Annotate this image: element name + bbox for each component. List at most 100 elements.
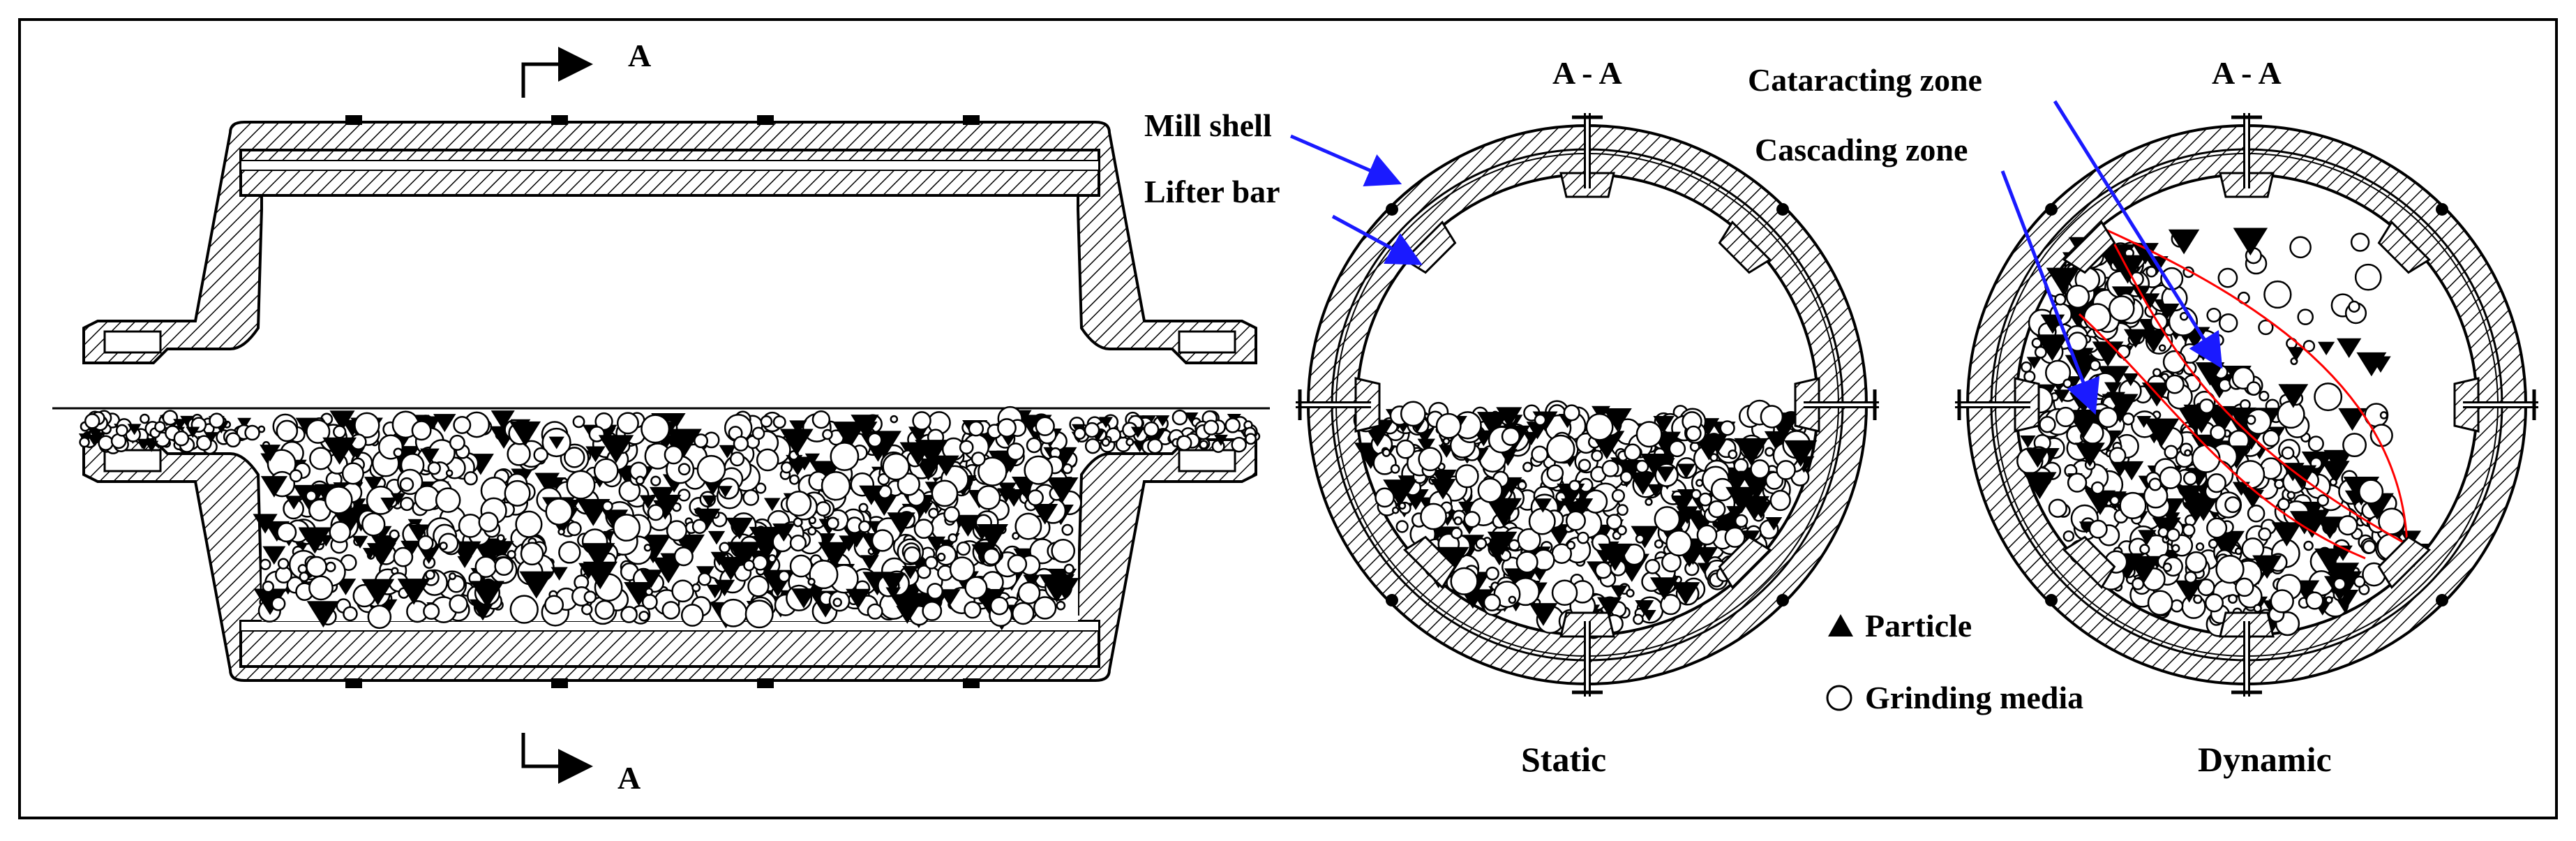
grinding-media-ball [2224, 496, 2242, 514]
grinding-media-ball [445, 469, 454, 477]
grinding-media-ball [2182, 523, 2196, 537]
particle-triangle [1529, 603, 1558, 626]
grinding-media-ball [1601, 459, 1619, 477]
grinding-media-ball [913, 519, 934, 539]
particle-triangle [887, 512, 915, 535]
particle-triangle [693, 508, 721, 530]
lifter-bar [2377, 220, 2432, 274]
grinding-media-ball [2184, 449, 2192, 457]
grinding-media-ball [733, 436, 749, 452]
grinding-media-ball [2171, 544, 2180, 553]
grinding-media-ball [1027, 489, 1044, 507]
particle-triangle [1647, 484, 1664, 498]
particle-triangle [880, 572, 906, 594]
grinding-media-ball [691, 583, 701, 593]
particle-triangle [2138, 530, 2157, 545]
grinding-media-ball [2314, 382, 2343, 412]
grinding-media-ball [494, 556, 514, 576]
grinding-media-ball [2182, 470, 2198, 486]
grinding-media-ball [1515, 551, 1538, 574]
grinding-media-ball [729, 452, 745, 467]
grinding-media-ball [417, 535, 434, 551]
grinding-media-ball [2206, 473, 2226, 493]
particle-triangle [397, 579, 430, 605]
grinding-media-ball [276, 522, 297, 543]
grinding-media-ball [997, 418, 1017, 438]
particle-triangle [2252, 555, 2282, 579]
particle-triangle [2139, 329, 2168, 353]
grinding-media-ball [1101, 438, 1111, 447]
grinding-media-ball [1654, 506, 1681, 533]
particle-triangle [329, 410, 355, 431]
grinding-media-ball [882, 452, 910, 481]
particle-triangle [1155, 415, 1170, 427]
particle-triangle [2035, 334, 2069, 362]
grinding-media-ball [821, 470, 851, 501]
grinding-media-ball [618, 479, 641, 503]
particle-triangle [624, 581, 654, 606]
static-section-title: A - A [1552, 55, 1622, 91]
particle-triangle [576, 499, 611, 526]
grinding-media-ball [244, 424, 260, 441]
grinding-media-ball [299, 572, 310, 582]
grinding-media-ball [425, 570, 435, 580]
particle-triangle [726, 517, 754, 539]
grinding-media-ball [572, 415, 585, 429]
particle-triangle [804, 453, 821, 466]
grinding-media-ball [2212, 334, 2224, 347]
particle-triangle [2314, 548, 2344, 572]
grinding-media-ball [2215, 555, 2245, 584]
particle-triangle [1649, 577, 1679, 600]
particle-triangle [779, 429, 814, 456]
grinding-media-ball [1684, 560, 1700, 576]
grinding-media-ball [594, 600, 615, 620]
grinding-media-ball [647, 504, 664, 521]
particle-triangle [2300, 516, 2323, 535]
particle-triangle [2026, 357, 2042, 369]
section-marker-bottom-label: A [617, 760, 641, 796]
grinding-media-ball [807, 526, 817, 536]
grinding-media-ball [453, 415, 472, 434]
grinding-media-ball [696, 454, 726, 484]
grinding-media-ball [2362, 539, 2376, 554]
particle-triangle [2046, 267, 2080, 295]
grinding-media-ball [1765, 447, 1775, 457]
particle-triangle [860, 555, 879, 570]
grinding-media-ball [743, 559, 755, 572]
grinding-media-ball [601, 500, 613, 512]
grinding-media-ball [780, 461, 793, 474]
grinding-media-ball [2354, 263, 2382, 291]
grinding-media-ball [1084, 422, 1100, 438]
grinding-media-ball [1734, 514, 1748, 528]
particle-triangle [2077, 447, 2099, 465]
grinding-media-ball [1645, 558, 1661, 574]
particle-triangle [915, 440, 949, 467]
grinding-media-ball [289, 469, 303, 483]
grinding-media-ball [1463, 511, 1481, 528]
grinding-media-ball [2158, 344, 2166, 352]
grinding-media-ball [393, 447, 403, 458]
particle-triangle [1213, 434, 1228, 446]
grinding-media-ball [867, 432, 883, 448]
particle-triangle [1655, 466, 1675, 482]
section-marker-top-label: A [628, 38, 651, 73]
particle-triangle [1635, 600, 1654, 616]
grinding-media-ball [2065, 284, 2090, 309]
grinding-media-ball [367, 604, 392, 630]
particle-triangle [509, 421, 541, 447]
particle-triangle [1130, 426, 1145, 438]
particle-triangle [749, 526, 781, 552]
grinding-media-ball [478, 512, 499, 533]
grinding-media-ball [439, 542, 448, 551]
grinding-media-ball [755, 482, 767, 494]
grinding-media-ball [2166, 528, 2180, 542]
legend-particle-label: Particle [1865, 608, 1972, 643]
grinding-media-ball [1578, 459, 1592, 472]
rivet [2044, 202, 2058, 216]
grinding-media-ball [1147, 438, 1163, 454]
grinding-media-ball [789, 535, 807, 552]
particle-triangle [487, 541, 514, 563]
dynamic-cross-section [1955, 113, 2538, 697]
lifter-bar [2062, 535, 2116, 590]
